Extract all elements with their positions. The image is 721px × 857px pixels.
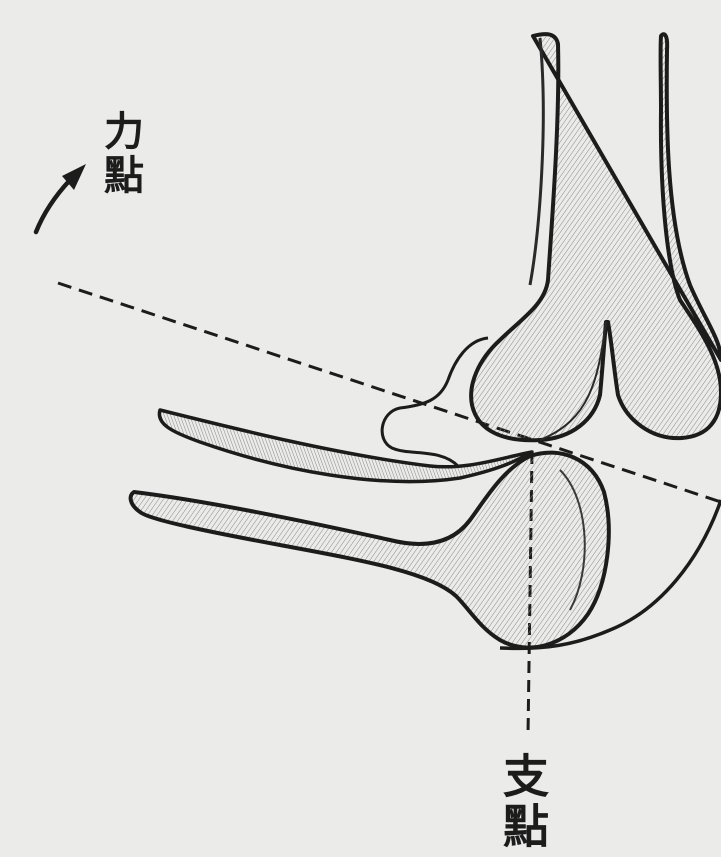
curved-arrow-icon	[36, 164, 86, 232]
humerus-bone	[471, 34, 721, 440]
fulcrum-label: 支點	[500, 752, 546, 852]
force-point-label: 力點	[100, 110, 140, 198]
radius-bone	[131, 453, 609, 648]
